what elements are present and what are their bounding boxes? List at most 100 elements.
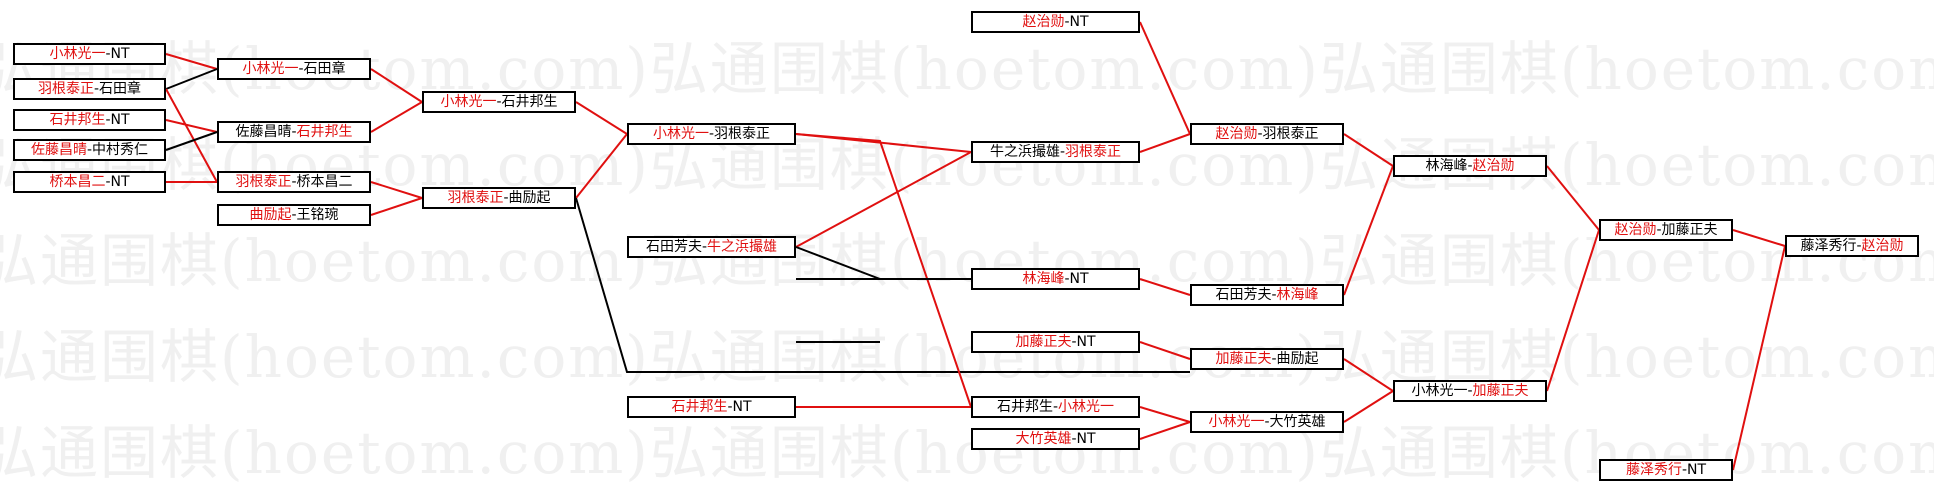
winner-connector-line [165,53,218,70]
separator: - [496,94,502,110]
player-1-name: 林海峰 [1425,158,1468,174]
player-2-name: 赵治勋 [1472,158,1515,174]
loser-connector-line [795,246,971,280]
match-box-m10: 小林光一-石井邦生 [422,91,576,113]
separator: - [701,239,708,255]
player-1-name: 桥本昌二 [49,174,106,190]
player-2-name: 石井邦生 [501,94,558,110]
separator: - [291,174,297,190]
match-box-m29: 藤泽秀行-赵治勋 [1785,235,1919,257]
separator: - [291,207,297,223]
player-1-name: 小林光一 [652,126,709,142]
separator: - [105,46,111,62]
player-2-name: NT [732,399,752,415]
player-2-name: 石田章 [99,81,142,97]
player-2-name: 曲励起 [1276,351,1319,367]
match-box-m22: 石田芳夫-林海峰 [1190,284,1344,306]
winner-connector-line [1139,278,1191,296]
separator: - [1271,287,1277,303]
winner-connector-line [165,119,218,133]
match-box-m23: 加藤正夫-曲励起 [1190,348,1344,370]
player-1-name: 羽根泰正 [447,190,504,206]
player-2-name: 石井邦生 [296,124,353,140]
player-1-name: 小林光一 [1411,383,1468,399]
player-2-name: 羽根泰正 [714,126,771,142]
player-1-name: 赵治勋 [1215,126,1258,142]
player-2-name: 羽根泰正 [1262,126,1319,142]
winner-connector-line [1546,165,1600,231]
match-box-m7: 佐藤昌晴-石井邦生 [217,121,371,143]
winner-connector-line [1546,229,1600,392]
player-1-name: 藤泽秀行 [1800,238,1857,254]
winner-connector-line [575,101,628,135]
player-2-name: 羽根泰正 [1065,144,1122,160]
separator: - [1467,383,1473,399]
match-box-m6: 小林光一-石田章 [217,58,371,80]
separator: - [1681,462,1688,478]
player-1-name: 加藤正夫 [1215,351,1272,367]
player-1-name: 小林光一 [242,61,299,77]
separator: - [86,142,93,158]
match-box-m9: 曲励起-王铭琬 [217,204,371,226]
separator: - [1064,14,1070,30]
match-box-m28: 藤泽秀行-NT [1599,459,1733,481]
player-2-name: 曲励起 [508,190,551,206]
winner-connector-line [1139,421,1191,440]
player-1-name: 林海峰 [1022,271,1065,287]
loser-connector-line [165,131,218,151]
separator: - [503,190,509,206]
player-1-name: 加藤正夫 [1015,334,1072,350]
match-box-m13: 石田芳夫-牛之浜撮雄 [627,236,796,258]
match-box-m2: 羽根泰正-石田章 [13,78,166,100]
winner-connector-line [370,101,423,133]
winner-connector-line [1139,406,1191,423]
separator: - [1064,271,1070,287]
separator: - [1052,399,1059,415]
winner-connector-line [1343,165,1394,296]
player-2-name: 大竹英雄 [1269,414,1326,430]
separator: - [1264,414,1270,430]
separator: - [1271,351,1277,367]
match-box-m12: 小林光一-羽根泰正 [627,123,796,145]
winner-connector-line [1343,358,1394,392]
match-box-m25: 林海峰-赵治勋 [1393,155,1547,177]
separator: - [298,61,304,77]
player-2-name: NT [110,46,130,62]
match-box-m3: 石井邦生-NT [13,109,166,131]
winner-connector-line [1343,133,1394,167]
match-box-m8: 羽根泰正-桥本昌二 [217,171,371,193]
separator: - [1071,431,1077,447]
match-box-m21: 赵治勋-羽根泰正 [1190,123,1344,145]
player-1-name: 羽根泰正 [37,81,94,97]
player-1-name: 赵治勋 [1614,222,1657,238]
match-box-m11: 羽根泰正-曲励起 [422,187,576,209]
player-1-name: 石井邦生 [671,399,728,415]
player-2-name: 林海峰 [1276,287,1319,303]
separator: - [1656,222,1662,238]
player-2-name: 石田章 [303,61,346,77]
player-1-name: 藤泽秀行 [1625,462,1682,478]
player-2-name: 赵治勋 [1861,238,1904,254]
loser-connector-line [165,68,218,90]
player-1-name: 石田芳夫 [645,239,702,255]
match-box-m20: 大竹英雄-NT [971,428,1140,450]
match-box-m26: 小林光一-加藤正夫 [1393,380,1547,402]
player-2-name: 桥本昌二 [296,174,353,190]
player-2-name: NT [1076,334,1096,350]
player-2-name: NT [1069,14,1089,30]
player-1-name: 石田芳夫 [1215,287,1272,303]
match-box-m17: 林海峰-NT [971,268,1140,290]
player-1-name: 小林光一 [49,46,106,62]
separator: - [708,126,715,142]
player-2-name: NT [110,112,130,128]
match-box-m5: 桥本昌二-NT [13,171,166,193]
match-box-m1: 小林光一-NT [13,43,166,65]
separator: - [105,112,111,128]
player-1-name: 佐藤昌晴 [235,124,292,140]
separator: - [291,124,297,140]
winner-connector-line [1139,341,1191,360]
player-2-name: NT [1687,462,1707,478]
winner-connector-line [1732,245,1786,471]
player-1-name: 小林光一 [1208,414,1265,430]
